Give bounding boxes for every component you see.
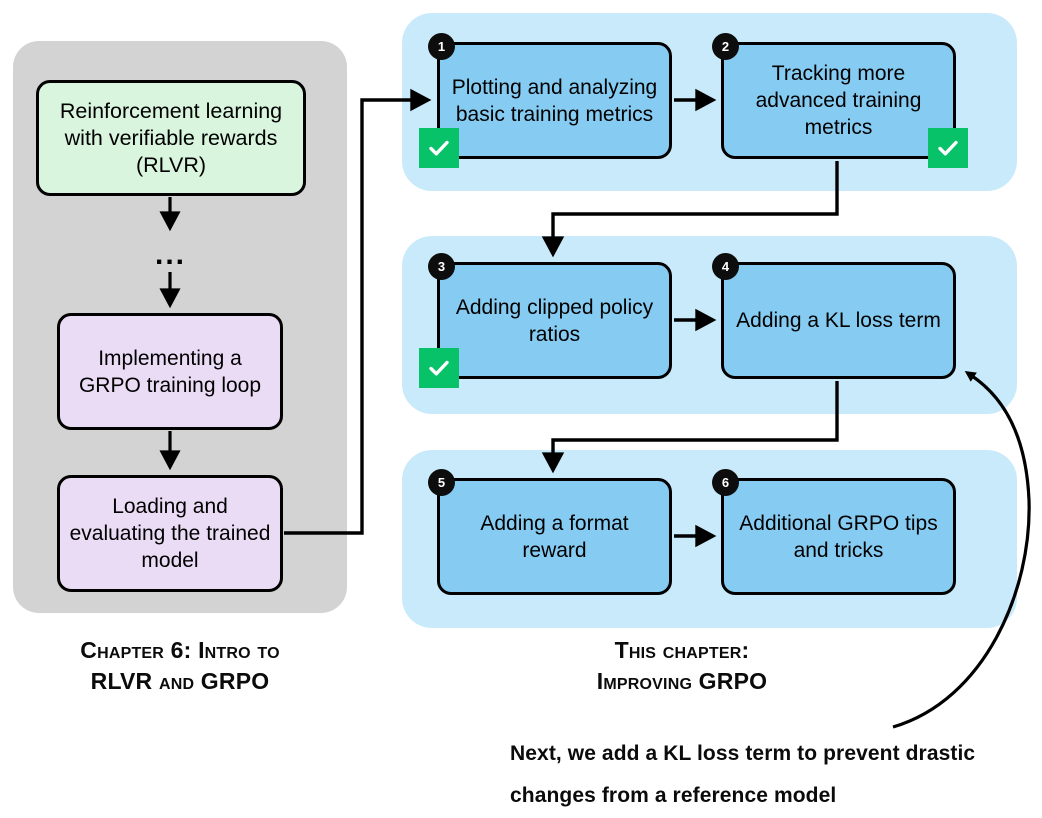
step-number-badge-5: 5 — [428, 469, 455, 496]
node-step-6[interactable]: Additional GRPO tips and tricks — [721, 478, 956, 595]
check-icon — [938, 140, 958, 156]
node-step-5[interactable]: Adding a format reward — [437, 478, 672, 595]
check-icon — [429, 140, 449, 156]
node-step-5-label: Adding a format reward — [480, 511, 629, 562]
node-step-1[interactable]: Plotting and analyzing basic training me… — [437, 42, 672, 159]
left-caption-line-2: RLVR and GRPO — [90, 668, 270, 694]
node-step-2-label: Tracking more advanced training metrics — [755, 62, 922, 139]
step-number-1: 1 — [437, 39, 446, 54]
node-step-2[interactable]: Tracking more advanced training metrics — [721, 42, 956, 159]
left-caption-line-1: Chapter 6: Intro to — [80, 637, 280, 663]
step-complete-check-1 — [419, 128, 459, 168]
step-number-4: 4 — [721, 259, 730, 274]
step-number-badge-4: 4 — [712, 253, 739, 280]
check-icon — [429, 360, 449, 376]
step-number-badge-1: 1 — [428, 33, 455, 60]
node-step-3[interactable]: Adding clipped policy ratios — [437, 262, 672, 379]
node-grpo-loop-label: Implementing a GRPO training loop — [78, 346, 262, 397]
right-caption-line-2: Improving GRPO — [596, 668, 768, 694]
step-number-badge-6: 6 — [712, 469, 739, 496]
step-number-badge-2: 2 — [712, 33, 739, 60]
left-panel-caption: Chapter 6: Intro to RLVR and GRPO — [13, 635, 347, 697]
step-number-3: 3 — [437, 259, 446, 274]
step-number-2: 2 — [721, 39, 730, 54]
node-step-4[interactable]: Adding a KL loss term — [721, 262, 956, 379]
right-panel-caption: This chapter: Improving GRPO — [470, 635, 894, 697]
node-step-4-label: Adding a KL loss term — [736, 309, 941, 332]
node-rlvr-label: Reinforcement learning with verifiable r… — [59, 98, 283, 177]
step-number-5: 5 — [437, 475, 446, 490]
step-complete-check-2 — [928, 128, 968, 168]
annotation-line-1: Next, we add a KL loss term to prevent d… — [510, 742, 976, 765]
annotation-text: Next, we add a KL loss term to prevent d… — [510, 733, 1030, 817]
node-grpo-loop[interactable]: Implementing a GRPO training loop — [57, 313, 283, 430]
node-load-eval[interactable]: Loading and evaluating the trained model — [57, 475, 283, 592]
node-rlvr[interactable]: Reinforcement learning with verifiable r… — [36, 80, 306, 196]
node-step-6-label: Additional GRPO tips and tricks — [739, 511, 938, 562]
node-step-1-label: Plotting and analyzing basic training me… — [451, 75, 658, 126]
node-load-eval-label: Loading and evaluating the trained model — [69, 495, 271, 572]
annotation-line-2: changes from a reference model — [510, 784, 837, 807]
step-number-6: 6 — [721, 475, 730, 490]
right-caption-line-1: This chapter: — [614, 637, 750, 663]
step-number-badge-3: 3 — [428, 253, 455, 280]
ellipsis-label: ... — [155, 238, 187, 271]
node-step-3-label: Adding clipped policy ratios — [455, 295, 654, 346]
step-complete-check-3 — [419, 348, 459, 388]
